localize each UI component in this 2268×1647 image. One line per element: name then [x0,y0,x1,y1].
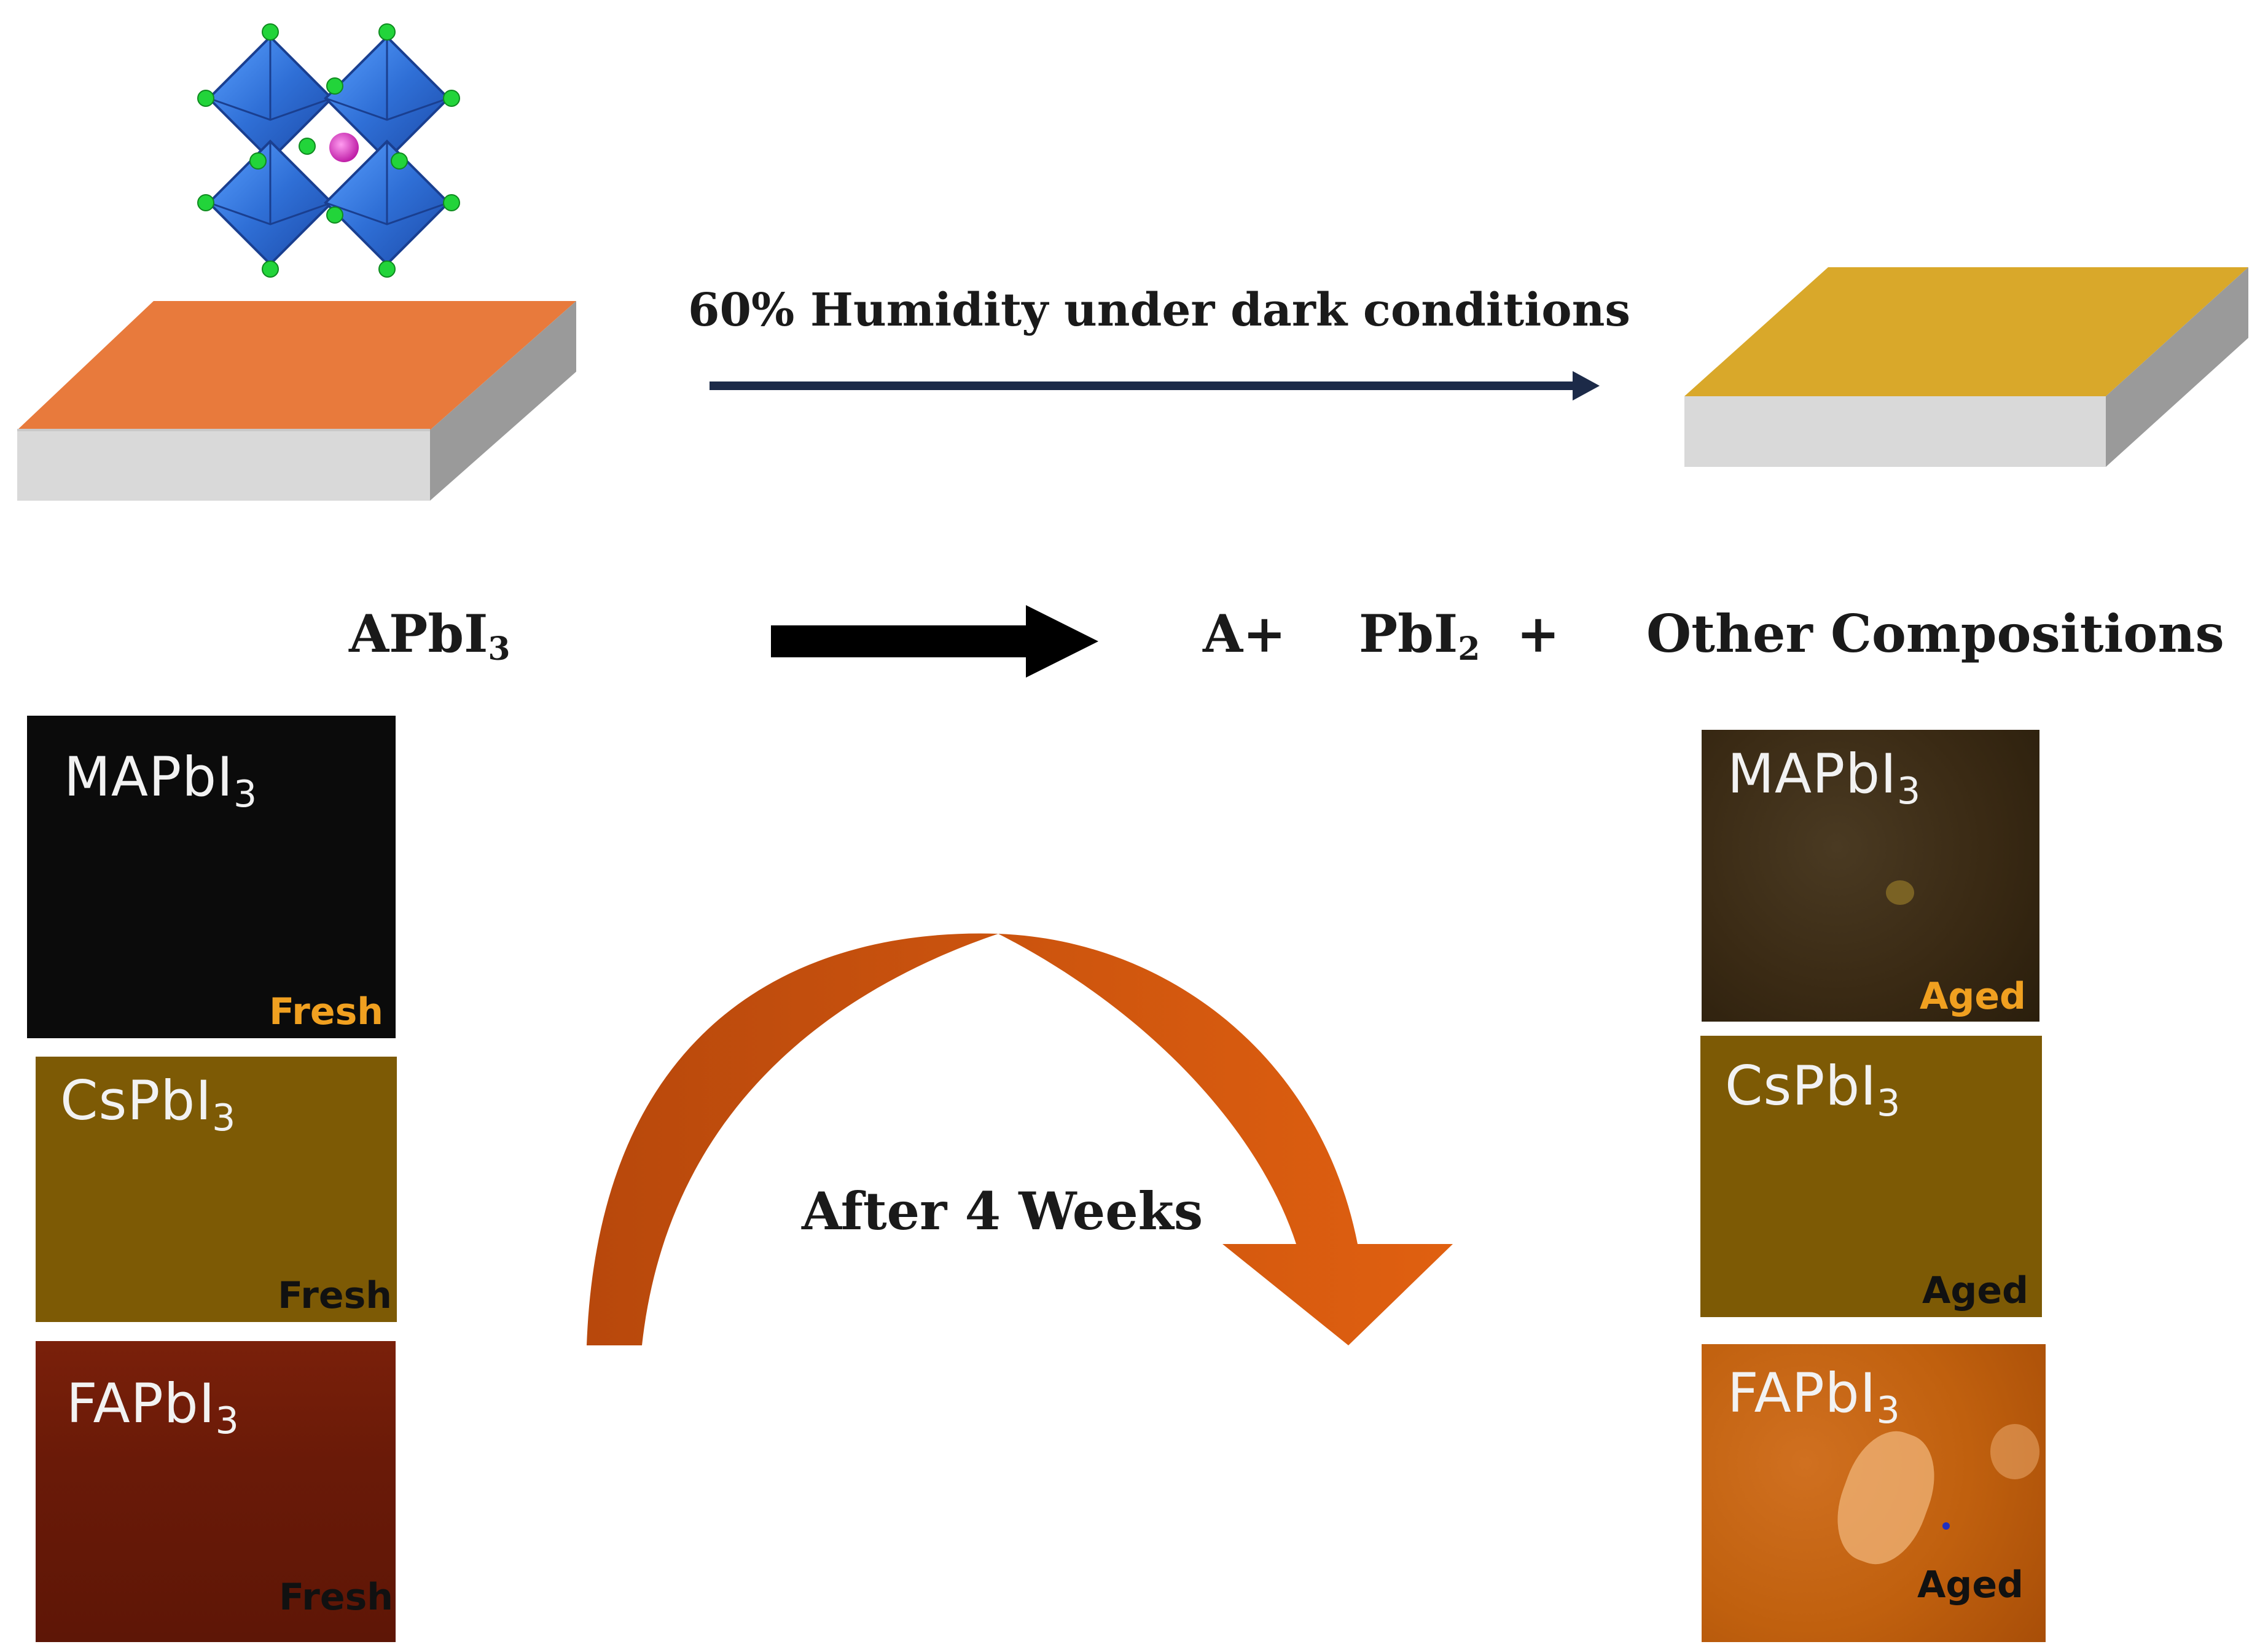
aged-sample-cspbi3: CsPbI3 Aged [1700,1036,2042,1317]
sample-tag: Fresh [269,990,383,1033]
sample-name: MAPbI3 [1727,742,1921,813]
fresh-sample-mapbi3: MAPbI3 Fresh [27,716,396,1038]
reaction-product-a: A+ [1203,603,1286,664]
sample-formula: FAPbI [66,1372,216,1435]
fresh-film-substrate [17,301,576,501]
sample-name: CsPbI3 [60,1069,236,1140]
halide-atoms [197,23,460,278]
product-b-subscript: 2 [1458,630,1480,668]
sample-subscript: 3 [1876,1389,1901,1432]
aged-spot [1886,880,1914,905]
aged-pale-patch [1990,1424,2039,1479]
sample-name: CsPbI3 [1725,1054,1901,1125]
sample-formula: MAPbI [1727,742,1898,805]
sample-subscript: 3 [212,1097,237,1140]
sample-formula: CsPbI [1725,1054,1877,1117]
reactant-subscript: 3 [488,630,510,668]
aged-dot [1942,1522,1950,1530]
sample-name: FAPbI3 [66,1372,240,1442]
aging-curved-arrow [587,933,1453,1345]
sample-name: MAPbI3 [64,745,257,816]
product-b-formula: PbI [1359,603,1458,664]
sample-subscript: 3 [215,1399,240,1442]
reaction-reactant: APbI3 [349,603,510,668]
sample-subscript: 3 [1877,1082,1901,1125]
sample-subscript: 3 [1897,770,1922,813]
reaction-product-c: Other Compositions [1646,603,2224,664]
aged-pale-patch [1822,1419,1950,1576]
octahedron [207,139,334,266]
sample-tag: Aged [1922,1269,2028,1312]
aged-sample-fapbi3: FAPbI3 Aged [1702,1344,2046,1642]
reaction-arrow [771,605,1098,678]
sample-name: FAPbI3 [1727,1361,1901,1432]
sample-formula: FAPbI [1727,1361,1877,1425]
reactant-formula: APbI [349,603,488,664]
sample-tag: Aged [1917,1563,2024,1606]
a-cation [329,133,359,162]
process-arrow [710,371,1600,401]
sample-formula: CsPbI [60,1069,213,1132]
reaction-product-b: PbI2 + [1359,603,1560,668]
aged-film-substrate [1684,267,2248,467]
sample-tag: Fresh [278,1274,392,1317]
sample-subscript: 3 [233,773,258,816]
time-label: After 4 Weeks [802,1181,1203,1242]
product-b-plus: + [1516,603,1560,664]
aged-sample-mapbi3: MAPbI3 Aged [1702,730,2039,1022]
process-label: 60% Humidity under dark conditions [688,284,1631,337]
sample-tag: Fresh [279,1576,393,1619]
fresh-sample-fapbi3: FAPbI3 Fresh [36,1341,396,1642]
perovskite-crystal-icon [197,23,460,278]
sample-tag: Aged [1919,975,2026,1018]
fresh-sample-cspbi3: CsPbI3 Fresh [36,1057,397,1322]
sample-formula: MAPbI [64,745,234,808]
